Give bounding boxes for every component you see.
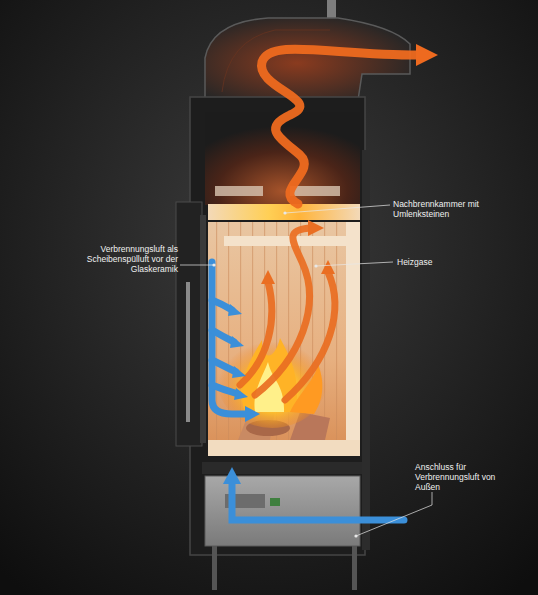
air-arrowhead	[234, 388, 248, 400]
air-arrowhead	[245, 406, 260, 422]
baffle-stone	[208, 204, 360, 220]
callout-label: Heizgase	[397, 257, 477, 267]
gas-arrowhead	[308, 220, 324, 236]
air-arrowhead	[223, 467, 241, 484]
air-arrowhead	[230, 336, 244, 348]
firebox	[208, 222, 360, 450]
flue-hood	[205, 18, 410, 100]
damper-part	[270, 498, 280, 506]
callout-label: Nachbrennkammer mit Umlenksteinen	[393, 199, 503, 219]
ash-box	[205, 476, 360, 546]
afterburn-chamber	[205, 112, 360, 205]
heating-gas-arrows	[240, 228, 335, 400]
side-brick	[346, 222, 360, 444]
callout-label: Anschluss für Verbrennungsluft von Außen	[415, 462, 515, 493]
air-arrowhead	[228, 304, 242, 316]
flue-arrowhead	[416, 44, 438, 66]
stove-leg	[212, 546, 217, 590]
stove-body	[190, 97, 365, 555]
gas-arrowhead	[261, 270, 275, 284]
grate	[202, 462, 362, 474]
door-handle	[186, 282, 190, 422]
glass-ceramic	[200, 215, 206, 443]
leader-dots	[212, 211, 357, 537]
firebrick-lines	[208, 222, 360, 450]
gas-arrowhead	[321, 260, 335, 274]
door-frame	[176, 202, 202, 446]
firebox-floor	[208, 440, 360, 456]
flue-gas-arrow	[262, 49, 418, 204]
top-stone	[290, 186, 340, 196]
combustion-air-arrows	[212, 262, 404, 520]
leader-lines	[180, 205, 432, 536]
top-stone	[215, 186, 263, 196]
baffle-stone	[224, 236, 346, 246]
callout-label: Verbrennungsluft als Scheibenspülluft vo…	[68, 244, 178, 275]
stove-leg	[352, 546, 357, 590]
side-panel	[362, 150, 370, 550]
air-arrowhead	[232, 366, 246, 378]
